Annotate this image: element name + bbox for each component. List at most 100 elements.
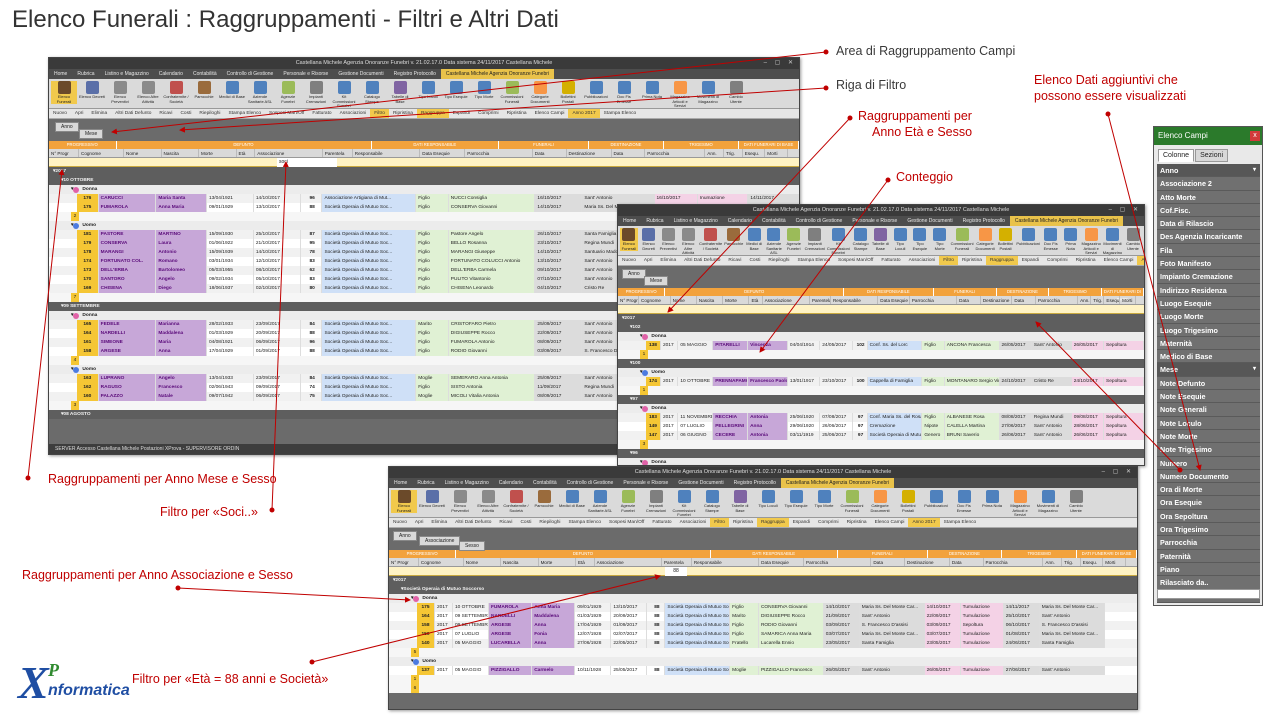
toolbar-item[interactable]: Stampa Elenco — [603, 111, 637, 116]
group-row[interactable]: ▾ Donna — [49, 311, 799, 320]
group-row[interactable]: ▾ 102 — [618, 323, 1144, 332]
group-row[interactable]: ▾ Donna — [618, 404, 1144, 413]
ribbon-button[interactable]: Movimenti di Magazzino — [1103, 228, 1122, 256]
column-header[interactable]: N° Progr — [49, 149, 79, 157]
toolbar-item[interactable]: Associazioni — [908, 258, 936, 263]
ribbon-button[interactable]: Pubblicazioni — [923, 490, 949, 509]
ribbon-button[interactable]: Confraternite / Società — [163, 81, 189, 104]
field-item[interactable]: Ora Trigesimo — [1157, 523, 1260, 537]
ribbon-button[interactable]: Tipo Morte — [811, 490, 837, 509]
field-item[interactable]: Cof.Fisc. — [1157, 203, 1260, 218]
menu-item[interactable]: Gestione Documenti — [907, 218, 953, 224]
menu-item[interactable]: Castellana Michele Agenzia Onoranze Fune… — [1009, 216, 1124, 226]
toolbar-item[interactable]: Raggruppa — [985, 256, 1018, 265]
toolbar-item[interactable]: Riepiloghi — [768, 258, 790, 263]
ribbon-button[interactable]: Tipo Loculi — [891, 228, 909, 251]
column-header[interactable]: N° Progr — [620, 296, 640, 304]
field-item[interactable]: Data di Rilascio — [1157, 217, 1260, 231]
column-header[interactable]: Nascita — [162, 149, 199, 157]
expand-icon[interactable]: ▾ — [640, 460, 643, 465]
ribbon-button[interactable]: Doc Fis Emesse — [951, 490, 977, 513]
ribbon-button[interactable]: Impianti Cremazioni — [805, 228, 825, 251]
group-chip-mese[interactable]: Mese — [79, 129, 104, 139]
expand-icon[interactable]: ▾ — [71, 367, 74, 372]
ribbon-button[interactable]: Cambio Utente — [1124, 228, 1142, 251]
column-header[interactable]: Parentela — [811, 296, 831, 304]
column-header[interactable]: Cognome — [419, 558, 464, 566]
ribbon-button[interactable]: Tipo Esequie — [911, 228, 929, 251]
window-controls[interactable]: – ▢ ✕ — [1101, 469, 1134, 475]
ribbon-button[interactable]: Magazzino Articoli e Servizi — [667, 81, 693, 109]
toolbar-item[interactable]: Comprimi — [478, 111, 499, 116]
menu-item[interactable]: Controllo di Gestione — [226, 71, 274, 77]
toolbar-item[interactable]: Stampa Elenco — [568, 520, 602, 525]
field-item[interactable]: Numero — [1157, 456, 1260, 470]
column-header[interactable]: Data Esequie — [420, 149, 466, 157]
ribbon-button[interactable]: Categorie Documenti — [867, 490, 893, 513]
ribbon-button[interactable]: Tipo Esequie — [783, 490, 809, 509]
ribbon-button[interactable]: Elenco Altre Attività — [135, 81, 161, 104]
group-row[interactable]: ▾ Uomo — [49, 365, 799, 374]
field-item[interactable]: Luogo Esequie — [1157, 296, 1260, 311]
group-row[interactable]: ▾ 96 — [618, 449, 1144, 458]
ribbon-button[interactable]: Bollettini Postali — [997, 228, 1015, 251]
group-row[interactable]: ▾ Donna — [389, 594, 1137, 603]
ribbon-button[interactable]: Tabelle di Base — [727, 490, 753, 513]
ribbon-button[interactable]: Elenco Decreti — [79, 81, 105, 100]
column-header[interactable]: Esequ. — [1081, 558, 1104, 566]
field-item[interactable]: Medico di Base — [1157, 350, 1260, 364]
column-header[interactable]: Ann. — [1043, 558, 1063, 566]
field-item[interactable]: Atto Morte — [1157, 190, 1260, 204]
column-header[interactable]: Data — [533, 149, 567, 157]
column-header[interactable]: Ann. — [705, 149, 724, 157]
group-row[interactable]: ▾ Donna — [618, 458, 1144, 465]
ribbon-button[interactable]: Categorie Documenti — [975, 228, 995, 251]
toolbar-item[interactable]: Espandi — [792, 520, 811, 525]
toolbar-item[interactable]: Apri — [643, 258, 653, 263]
ribbon-button[interactable]: Parrocchie — [191, 81, 217, 100]
toolbar-item[interactable]: Elimina — [91, 111, 108, 116]
field-item[interactable]: Rilasciato da.. — [1157, 576, 1260, 590]
ribbon-button[interactable]: Catalogo Stampe — [359, 81, 385, 104]
ribbon-button[interactable]: Magazzino Articoli e Servizi — [1081, 228, 1101, 256]
column-header[interactable]: Nome — [124, 149, 162, 157]
toolbar-item[interactable]: Comprimi — [1047, 258, 1068, 263]
toolbar-item[interactable]: Altri Dati Defunto — [115, 111, 152, 116]
toolbar-item[interactable]: Nuovo — [622, 258, 636, 263]
column-header[interactable]: Data — [950, 558, 984, 566]
field-item[interactable]: Associazione 2 — [1157, 177, 1260, 191]
field-item[interactable]: Indirizzo Residenza — [1157, 283, 1260, 297]
column-header[interactable]: Data — [871, 558, 906, 566]
filter-input-associazione[interactable]: soci — [277, 158, 337, 167]
group-area[interactable]: Anno Associazione Sesso — [389, 528, 1137, 551]
ribbon-button[interactable]: Cambio Utente — [723, 81, 749, 104]
toolbar-item[interactable]: Ripristina — [732, 520, 753, 525]
toolbar-item[interactable]: Espandi — [1021, 258, 1040, 263]
toolbar-item[interactable]: Ricavi — [499, 520, 513, 525]
field-item[interactable]: Luogo Morte — [1157, 310, 1260, 324]
ribbon-button[interactable]: Prima Nota — [1062, 228, 1080, 251]
filter-row[interactable]: 88 — [389, 567, 1137, 576]
column-header[interactable]: Data — [1012, 296, 1037, 304]
column-header[interactable]: Trig. — [1091, 296, 1105, 304]
group-row[interactable]: ▾ 2017 — [618, 314, 1144, 323]
ribbon-button[interactable]: Aziende Sanitarie ASL — [765, 228, 783, 256]
column-header[interactable]: Cognome — [639, 296, 671, 304]
column-header[interactable]: Parentela — [323, 149, 353, 157]
menu-item[interactable]: Listino e Magazzino — [673, 218, 718, 224]
toolbar-item[interactable]: Stampa Elenco — [228, 111, 262, 116]
group-chip-mese[interactable]: Mese — [644, 276, 669, 286]
filter-input-eta[interactable]: 88 — [665, 567, 687, 576]
column-header[interactable]: Parrocchia — [984, 558, 1044, 566]
ribbon-button[interactable]: Elenco Altre Attività — [679, 228, 697, 256]
ribbon-button[interactable]: Elenco Preventivi — [107, 81, 133, 104]
field-item[interactable]: Note Generali — [1157, 403, 1260, 417]
menu-item[interactable]: Home — [394, 480, 408, 486]
ribbon-button[interactable]: Confraternite / Società — [503, 490, 529, 513]
toolbar-item[interactable]: Ricavi — [728, 258, 742, 263]
ribbon-button[interactable]: Commissioni Funerali — [951, 228, 973, 251]
expand-icon[interactable]: ▾ — [640, 370, 643, 375]
